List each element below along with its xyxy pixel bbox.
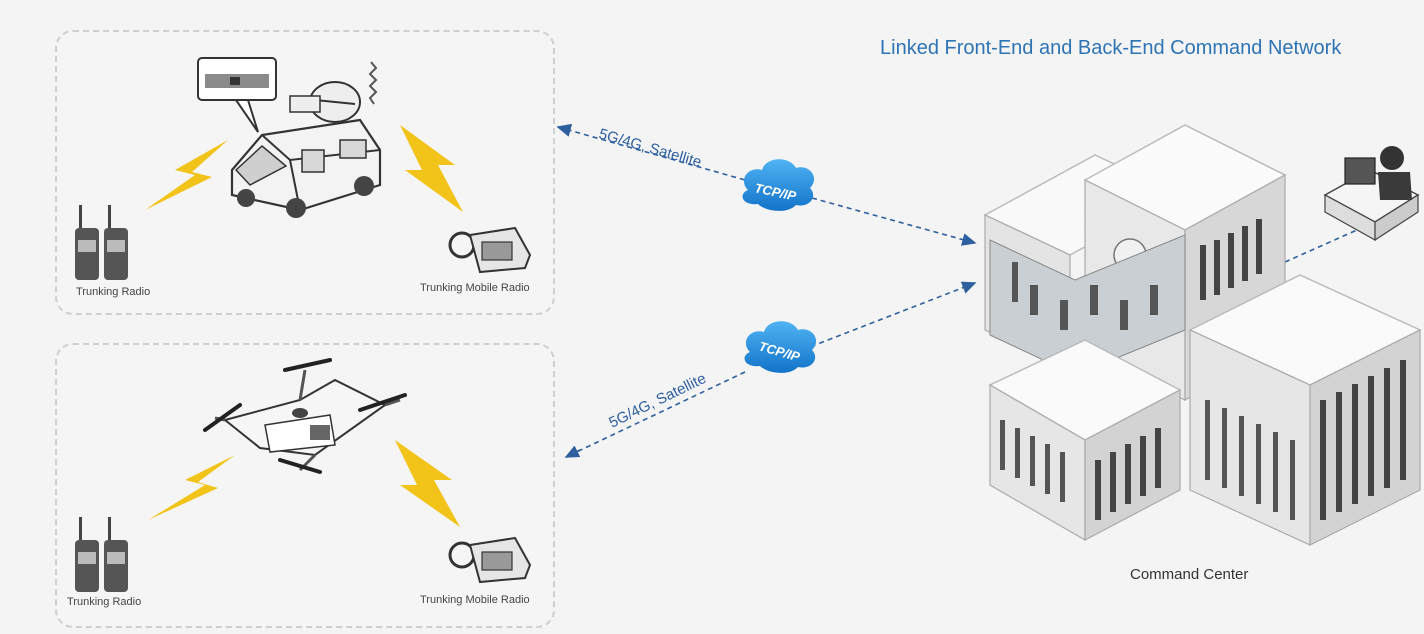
top-link-label: 5G/4G, Satellite — [597, 126, 703, 172]
lightning-icon — [400, 125, 463, 212]
lightning-icon — [145, 140, 228, 210]
top-left-device-label: Trunking Radio — [76, 286, 151, 298]
bottom-link-line — [565, 282, 976, 458]
cloud-icon: TCP/IP — [742, 159, 815, 211]
handheld-radio-icon — [75, 205, 128, 280]
bottom-right-device-label: Trunking Mobile Radio — [420, 594, 530, 606]
drone-panel — [55, 343, 555, 628]
bottom-link-label: 5G/4G, Satellite — [606, 370, 709, 432]
top-link-line — [557, 126, 975, 243]
mobile-radio-icon — [448, 536, 532, 584]
diagram-title: Linked Front-End and Back-End Command Ne… — [880, 37, 1342, 59]
mobile-radio-icon — [448, 226, 532, 274]
cloud-icon: TCP/IP — [744, 321, 817, 373]
lightning-icon — [395, 440, 460, 527]
top-right-device-label: Trunking Mobile Radio — [420, 282, 530, 294]
bottom-left-device-label: Trunking Radio — [67, 596, 142, 608]
command-center-label: Command Center — [1130, 566, 1249, 583]
command-vehicle-icon — [197, 57, 382, 218]
lightning-icon — [148, 455, 235, 520]
drone-icon — [203, 358, 407, 474]
operator-icon — [1323, 146, 1420, 242]
handheld-radio-icon — [75, 517, 128, 592]
building-icon — [983, 124, 1422, 546]
